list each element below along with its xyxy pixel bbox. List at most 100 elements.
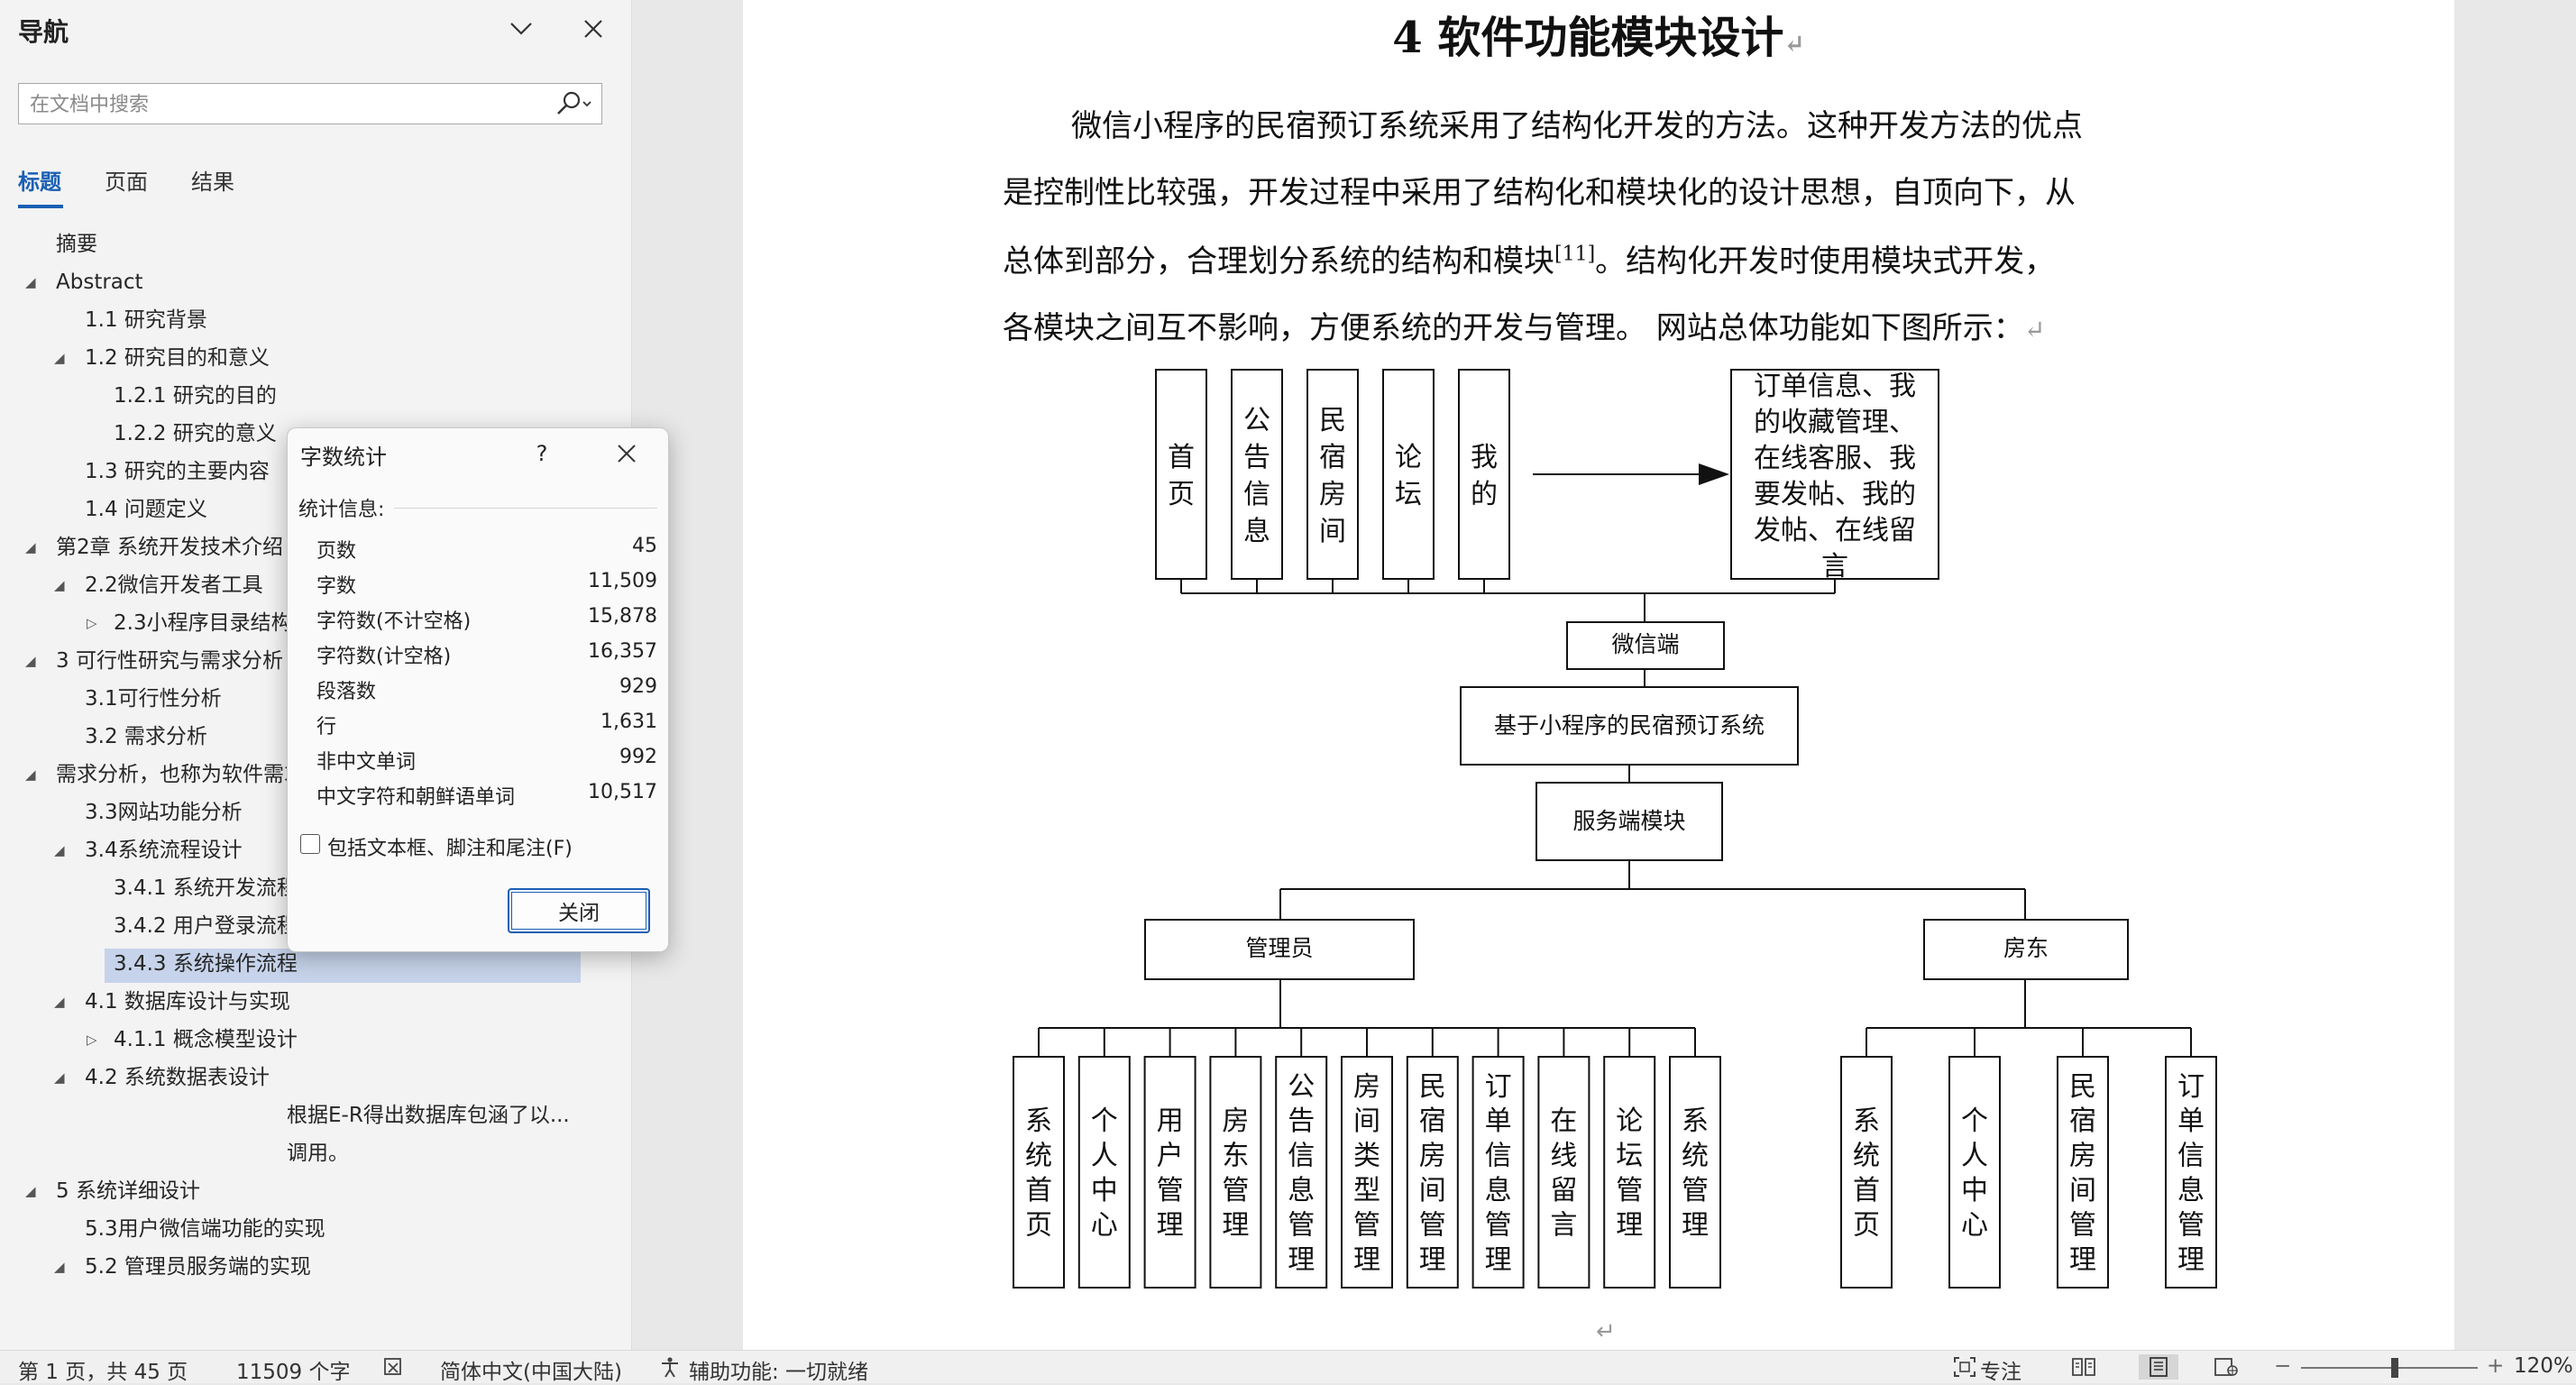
- collapse-triangle-icon[interactable]: ◢: [25, 1183, 36, 1199]
- collapse-triangle-icon[interactable]: ◢: [54, 842, 65, 858]
- page-count-status[interactable]: 第 1 页，共 45 页: [18, 1361, 188, 1384]
- vertical-module-label: 订单信息管理: [2177, 1071, 2205, 1276]
- box-label: 微信端: [1611, 631, 1679, 657]
- include-textboxes-checkbox[interactable]: [300, 834, 320, 854]
- admin-module-box: [1209, 1056, 1262, 1289]
- vertical-module-label: 首页: [1168, 442, 1195, 510]
- citation-superscript[interactable]: [11]: [1554, 243, 1596, 266]
- vertical-module-label: 公告信息: [1243, 405, 1270, 547]
- search-icon[interactable]: [551, 87, 596, 120]
- tab-headings[interactable]: 标题: [18, 170, 61, 195]
- expand-triangle-icon[interactable]: ▷: [87, 1032, 97, 1048]
- stat-label: 字数: [316, 575, 357, 598]
- web-layout-icon[interactable]: [2213, 1354, 2240, 1380]
- nav-heading-item[interactable]: 1.2 研究目的和意义: [85, 346, 270, 370]
- nav-heading-item[interactable]: 4.2 系统数据表设计: [85, 1066, 270, 1089]
- box-label: 基于小程序的民宿预订系统: [1494, 712, 1765, 738]
- status-bar: 第 1 页，共 45 页 11509 个字 简体中文(中国大陆) 辅助功能: 一…: [0, 1350, 2576, 1384]
- include-textboxes-label[interactable]: 包括文本框、脚注和尾注(F): [327, 838, 573, 860]
- accessibility-icon[interactable]: [656, 1354, 683, 1380]
- paragraph-line-3-tail: 。结构化开发时使用模块式开发，: [1595, 243, 2056, 280]
- stat-label: 页数: [316, 540, 357, 563]
- nav-title: 导航: [18, 17, 69, 47]
- print-layout-icon[interactable]: [2139, 1354, 2178, 1380]
- word-count-status[interactable]: 11509 个字: [236, 1361, 351, 1384]
- vertical-module-label: 民宿房间管理: [2069, 1071, 2096, 1276]
- collapse-triangle-icon[interactable]: ◢: [54, 350, 65, 366]
- admin-module-box: [1406, 1056, 1459, 1289]
- zoom-out-button[interactable]: −: [2274, 1354, 2292, 1378]
- tab-results[interactable]: 结果: [191, 170, 234, 195]
- zoom-level[interactable]: 120%: [2514, 1354, 2573, 1378]
- nav-heading-item[interactable]: 3.4.1 系统开发流程: [114, 876, 298, 900]
- nav-heading-item[interactable]: 摘要: [56, 233, 97, 256]
- zoom-slider-thumb[interactable]: [2391, 1358, 2398, 1378]
- nav-heading-item[interactable]: 1.1 研究背景: [85, 308, 207, 332]
- nav-heading-item[interactable]: 3.4.2 用户登录流程: [114, 914, 298, 938]
- nav-heading-item[interactable]: 5.3用户微信端功能的实现: [85, 1217, 325, 1241]
- stat-label: 行: [316, 716, 337, 738]
- nav-heading-item[interactable]: 3.4系统流程设计: [85, 839, 243, 862]
- collapse-triangle-icon[interactable]: ◢: [54, 1069, 65, 1086]
- stat-value: 45: [632, 535, 657, 557]
- accessibility-status[interactable]: 辅助功能: 一切就绪: [689, 1361, 869, 1384]
- vertical-module-label: 用户管理: [1157, 1105, 1184, 1241]
- paragraph-line-2: 是控制性比较强，开发过程中采用了结构化和模块化的设计思想，自顶向下，从: [1003, 175, 2076, 211]
- admin-box: [1144, 919, 1415, 980]
- collapse-triangle-icon[interactable]: ◢: [54, 1259, 65, 1275]
- focus-mode-icon[interactable]: [1951, 1354, 1978, 1380]
- nav-heading-item[interactable]: Abstract: [56, 271, 143, 294]
- collapse-triangle-icon[interactable]: ◢: [25, 653, 36, 669]
- nav-heading-item[interactable]: 3 可行性研究与需求分析: [56, 649, 283, 673]
- collapse-triangle-icon[interactable]: ◢: [54, 577, 65, 593]
- stat-value: 992: [619, 746, 657, 768]
- nav-heading-item[interactable]: 2.3小程序目录结构: [114, 611, 292, 635]
- collapse-triangle-icon[interactable]: ◢: [25, 539, 36, 555]
- document-heading: 4 软件功能模块设计↵: [743, 2, 2454, 65]
- landlord-module-box: [1840, 1056, 1893, 1289]
- nav-heading-item[interactable]: 第2章 系统开发技术介绍: [56, 536, 283, 559]
- focus-label[interactable]: 专注: [1980, 1361, 2021, 1384]
- read-mode-icon[interactable]: [2070, 1354, 2097, 1380]
- zoom-in-button[interactable]: +: [2487, 1354, 2505, 1378]
- nav-close-icon[interactable]: [573, 9, 613, 49]
- paragraph-line-4-text: 各模块之间互不影响，方便系统的开发与管理。 网站总体功能如下图所示：: [1003, 310, 2024, 346]
- stat-value: 929: [619, 675, 657, 698]
- nav-heading-item[interactable]: 根据E-R得出数据库包涵了以...: [287, 1104, 570, 1127]
- proofing-icon[interactable]: [380, 1354, 408, 1380]
- language-status[interactable]: 简体中文(中国大陆): [440, 1361, 622, 1384]
- help-icon[interactable]: ?: [536, 441, 548, 466]
- nav-heading-item[interactable]: 3.2 需求分析: [85, 725, 207, 748]
- collapse-triangle-icon[interactable]: ◢: [54, 994, 65, 1010]
- vertical-module-label: 在线留言: [1550, 1105, 1577, 1241]
- close-button[interactable]: 关闭: [508, 888, 650, 933]
- document-page[interactable]: 4 软件功能模块设计↵ 微信小程序的民宿预订系统采用了结构化开发的方法。这种开发…: [743, 0, 2454, 1350]
- vertical-module-label: 我的: [1471, 442, 1498, 510]
- tab-pages[interactable]: 页面: [105, 170, 148, 195]
- nav-heading-item[interactable]: 1.2.1 研究的目的: [114, 384, 277, 408]
- zoom-slider-track[interactable]: [2301, 1367, 2478, 1369]
- vertical-module-label: 个人中心: [1091, 1105, 1118, 1241]
- nav-options-chevron-icon[interactable]: [501, 9, 541, 49]
- my-detail-box: [1730, 369, 1939, 580]
- collapse-triangle-icon[interactable]: ◢: [25, 766, 36, 783]
- nav-heading-item[interactable]: 1.4 问题定义: [85, 498, 207, 521]
- nav-search-input[interactable]: [28, 89, 545, 120]
- nav-heading-item[interactable]: 2.2微信开发者工具: [85, 573, 263, 597]
- collapse-triangle-icon[interactable]: ◢: [25, 274, 36, 290]
- nav-heading-item[interactable]: 3.3网站功能分析: [85, 801, 243, 824]
- nav-heading-item[interactable]: 1.2.2 研究的意义: [114, 422, 277, 445]
- admin-module-box: [1471, 1056, 1525, 1289]
- nav-heading-item[interactable]: 4.1 数据库设计与实现: [85, 990, 290, 1014]
- nav-heading-item[interactable]: 5 系统详细设计: [56, 1179, 200, 1203]
- admin-module-box: [1275, 1056, 1328, 1289]
- nav-heading-item[interactable]: 调用。: [287, 1142, 349, 1165]
- box-label: 管理员: [1245, 935, 1313, 961]
- nav-heading-item[interactable]: 3.1可行性分析: [85, 687, 222, 711]
- nav-heading-item[interactable]: 5.2 管理员服务端的实现: [85, 1255, 311, 1279]
- nav-heading-item[interactable]: 4.1.1 概念模型设计: [114, 1028, 298, 1051]
- dialog-close-icon[interactable]: [607, 436, 646, 472]
- nav-heading-item[interactable]: 3.4.3 系统操作流程: [114, 952, 298, 976]
- expand-triangle-icon[interactable]: ▷: [87, 615, 97, 631]
- nav-heading-item[interactable]: 1.3 研究的主要内容: [85, 460, 270, 483]
